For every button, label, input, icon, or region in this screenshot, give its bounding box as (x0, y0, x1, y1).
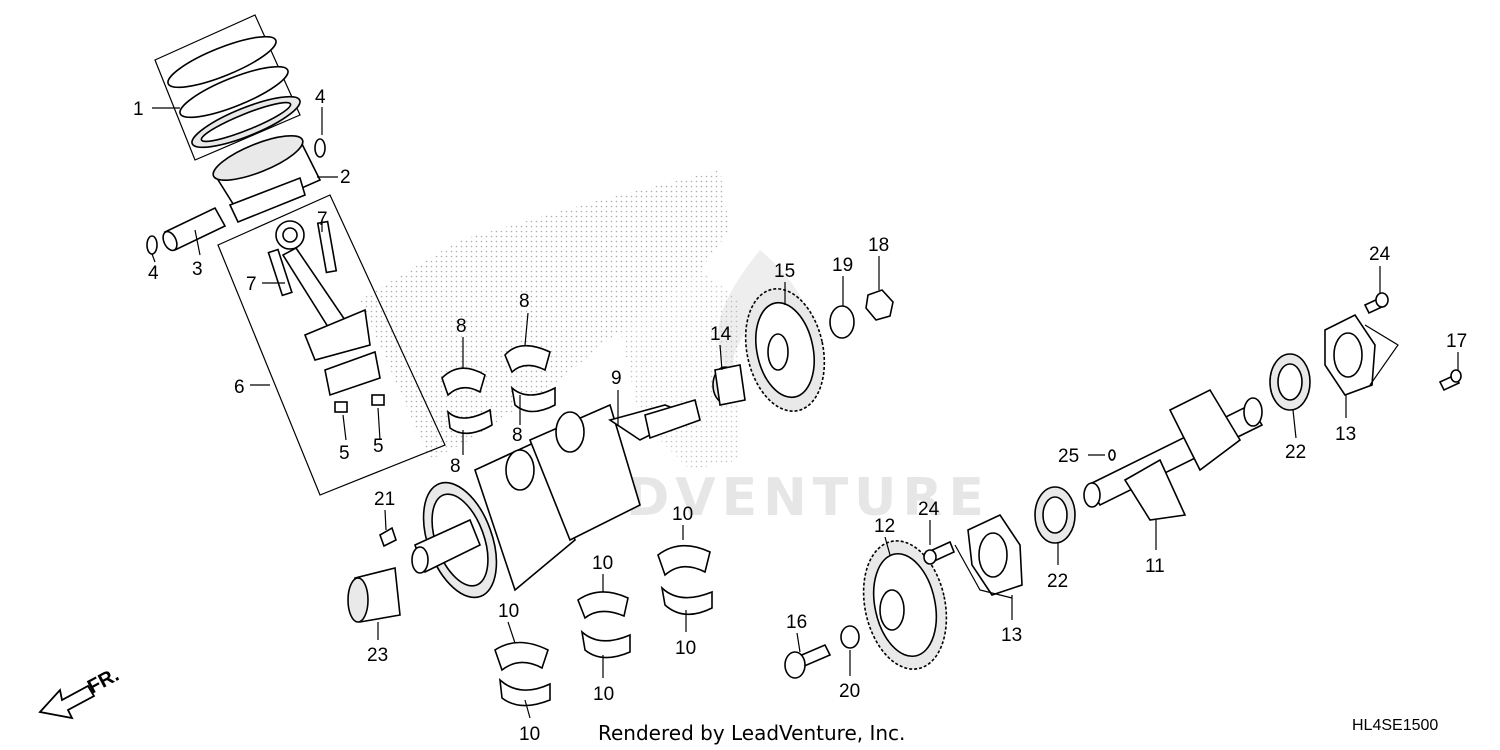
callouts: 1 2 3 4 4 5 5 6 7 7 8 8 8 8 9 10 10 10 1… (133, 87, 1467, 745)
bearing-10-a (657, 544, 711, 577)
key-21 (379, 526, 397, 548)
render-credit: Rendered by LeadVenture, Inc. (598, 721, 905, 745)
callout-24-lower[interactable]: 24 (918, 499, 940, 520)
bearing-10-c (577, 591, 629, 620)
callout-2[interactable]: 2 (340, 167, 351, 188)
callout-20[interactable]: 20 (839, 681, 860, 702)
washer-19 (829, 305, 855, 339)
balancer-shaft-11 (1083, 388, 1264, 521)
seal-22-upper (1269, 353, 1311, 411)
callout-8-c[interactable]: 8 (450, 456, 461, 477)
circlip-top (314, 138, 326, 158)
callout-9[interactable]: 9 (611, 368, 622, 389)
bearing-8-c (504, 344, 551, 374)
callout-4-top[interactable]: 4 (315, 87, 326, 108)
plate-13-lower (954, 513, 1023, 599)
bearing-8-a (441, 367, 486, 397)
callout-3[interactable]: 3 (192, 259, 203, 280)
needle-bearing-23 (347, 567, 401, 623)
callout-16[interactable]: 16 (786, 612, 807, 633)
seal-22-lower (1034, 486, 1076, 544)
callout-15[interactable]: 15 (774, 261, 795, 282)
connecting-rod-group (217, 194, 446, 496)
washer-20 (840, 625, 860, 649)
callout-12[interactable]: 12 (874, 516, 895, 537)
bolt-17 (1438, 369, 1462, 392)
callout-8-b[interactable]: 8 (519, 291, 530, 312)
callout-11[interactable]: 11 (1145, 556, 1165, 577)
watermark-text: ADVENTURE (580, 468, 990, 528)
callout-8-a[interactable]: 8 (456, 316, 467, 337)
gear-15 (744, 288, 826, 412)
callout-4-bottom[interactable]: 4 (148, 263, 159, 284)
bearing-10-e (494, 641, 549, 672)
leader-lines (151, 107, 1459, 719)
ring-25 (1108, 449, 1116, 461)
crankshaft (411, 398, 701, 599)
callout-10-b[interactable]: 10 (675, 638, 696, 659)
needle-bearing-14 (712, 364, 746, 406)
plate-13-upper (1324, 313, 1399, 396)
callout-10-d[interactable]: 10 (593, 684, 614, 705)
diagram-code: HL4SE1500 (1352, 717, 1438, 734)
callout-5-right[interactable]: 5 (373, 436, 384, 457)
watermark: ADVENTURE (580, 250, 990, 528)
callout-14[interactable]: 14 (710, 324, 732, 345)
piston-pin (162, 206, 227, 252)
bearing-8-b (446, 408, 493, 435)
callout-7-right[interactable]: 7 (317, 209, 328, 230)
callout-7-left[interactable]: 7 (246, 274, 257, 295)
bearing-8-d (510, 385, 556, 413)
callout-19[interactable]: 19 (832, 255, 853, 276)
gear-12 (862, 540, 948, 670)
callout-21[interactable]: 21 (374, 489, 395, 510)
circlip-bottom (146, 235, 158, 255)
callout-10-c[interactable]: 10 (592, 553, 613, 574)
bolt-24-upper (1363, 292, 1389, 315)
nut-18 (865, 289, 894, 321)
callout-23[interactable]: 23 (367, 645, 388, 666)
callout-13-lower[interactable]: 13 (1001, 625, 1022, 646)
callout-22-upper[interactable]: 22 (1285, 442, 1306, 463)
bolt-16 (784, 643, 832, 679)
callout-10-e[interactable]: 10 (498, 601, 519, 622)
callout-10-f[interactable]: 10 (519, 724, 540, 745)
piston (212, 135, 322, 224)
bolt-24-lower (923, 540, 956, 565)
piston-rings-group (154, 14, 301, 161)
callout-8-d[interactable]: 8 (512, 425, 523, 446)
front-direction-arrow: FR. (38, 664, 123, 720)
callout-13-upper[interactable]: 13 (1335, 424, 1356, 445)
callout-18[interactable]: 18 (868, 235, 889, 256)
callout-24-upper[interactable]: 24 (1369, 244, 1391, 265)
callout-25[interactable]: 25 (1058, 446, 1079, 467)
bearing-10-b (660, 585, 713, 616)
bearing-10-d (580, 629, 631, 659)
callout-10-a[interactable]: 10 (672, 504, 693, 525)
bearing-10-f (498, 678, 551, 707)
callout-17[interactable]: 17 (1446, 331, 1467, 352)
callout-1[interactable]: 1 (133, 99, 144, 120)
callout-5-left[interactable]: 5 (339, 443, 350, 464)
callout-6[interactable]: 6 (234, 377, 245, 398)
callout-22-lower[interactable]: 22 (1047, 571, 1068, 592)
